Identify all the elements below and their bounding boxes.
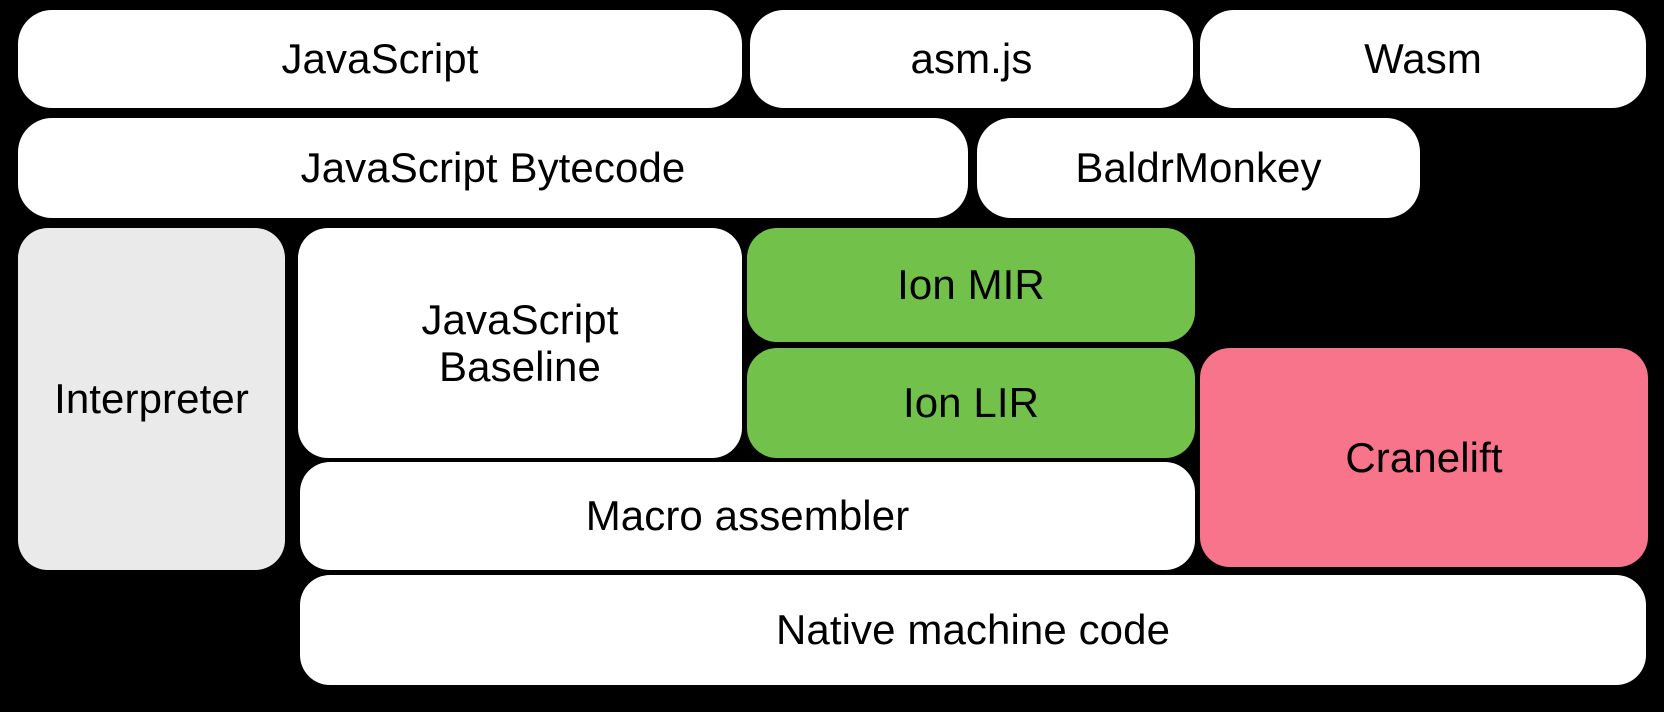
box-wasm[interactable]: Wasm: [1200, 10, 1646, 108]
box-macro-assembler[interactable]: Macro assembler: [300, 462, 1195, 570]
box-ion-lir[interactable]: Ion LIR: [747, 348, 1195, 458]
box-javascript[interactable]: JavaScript: [18, 10, 742, 108]
box-javascript-bytecode[interactable]: JavaScript Bytecode: [18, 118, 968, 218]
box-asm-js[interactable]: asm.js: [750, 10, 1193, 108]
box-cranelift[interactable]: Cranelift: [1200, 348, 1648, 567]
box-interpreter[interactable]: Interpreter: [18, 228, 285, 570]
box-javascript-baseline[interactable]: JavaScript Baseline: [298, 228, 742, 458]
box-baldrmonkey[interactable]: BaldrMonkey: [977, 118, 1420, 218]
box-native-machine-code[interactable]: Native machine code: [300, 575, 1646, 685]
box-ion-mir[interactable]: Ion MIR: [747, 228, 1195, 342]
